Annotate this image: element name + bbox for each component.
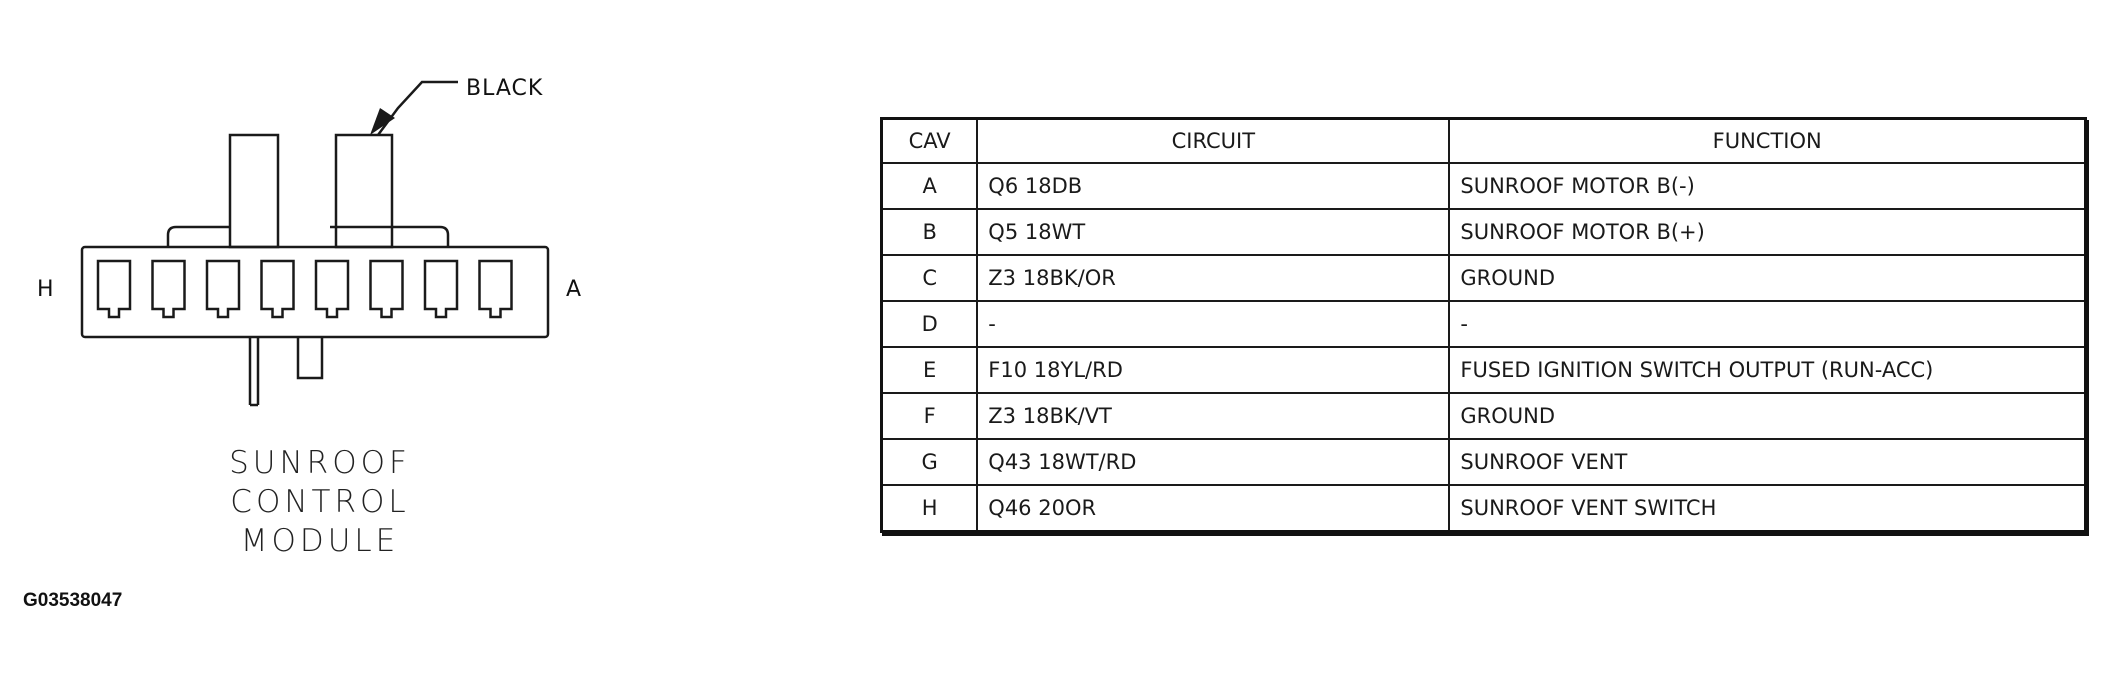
table-row: E F10 18YL/RD FUSED IGNITION SWITCH OUTP… — [880, 346, 2087, 394]
connector-cavities — [96, 259, 513, 319]
cell-function: FUSED IGNITION SWITCH OUTPUT (RUN-ACC) — [1448, 346, 2087, 394]
header-function: FUNCTION — [1448, 117, 2087, 164]
cell-circuit: - — [976, 300, 1451, 348]
connector-cavity — [423, 259, 459, 319]
header-circuit: CIRCUIT — [976, 117, 1451, 164]
cell-function: GROUND — [1448, 392, 2087, 440]
cell-cav: G — [880, 438, 979, 486]
connector-cavity — [314, 259, 350, 319]
cell-cav: E — [880, 346, 979, 394]
table-row: F Z3 18BK/VT GROUND — [880, 392, 2087, 440]
table-header-row: CAV CIRCUIT FUNCTION — [880, 117, 2087, 164]
figure-id: G03538047 — [23, 590, 123, 611]
table-row: G Q43 18WT/RD SUNROOF VENT — [880, 438, 2087, 486]
cell-cav: H — [880, 484, 979, 533]
cell-cav: C — [880, 254, 979, 302]
module-name-line: CONTROL — [230, 484, 410, 520]
cell-cav: D — [880, 300, 979, 348]
connector-cavity — [369, 259, 404, 319]
cell-circuit: Q46 20OR — [976, 484, 1451, 533]
cell-function: GROUND — [1448, 254, 2087, 302]
connector-diagram: BLACK H A — [37, 76, 581, 407]
cell-circuit: Z3 18BK/VT — [976, 392, 1451, 440]
cell-function: SUNROOF MOTOR B(+) — [1448, 208, 2087, 256]
connector-key-tab — [296, 337, 324, 380]
connector-end-label-left: H — [37, 277, 54, 302]
table-row: C Z3 18BK/OR GROUND — [880, 254, 2087, 302]
connector-cavity — [478, 259, 513, 319]
table-row: A Q6 18DB SUNROOF MOTOR B(-) — [880, 162, 2087, 210]
cell-function: - — [1448, 300, 2087, 348]
module-name-line: SUNROOF — [229, 445, 411, 481]
connector-body — [80, 245, 550, 339]
connector-latch-left — [228, 133, 280, 249]
cell-circuit: Q6 18DB — [976, 162, 1451, 210]
wire-color-label: BLACK — [466, 76, 543, 101]
module-name-line: MODULE — [240, 523, 400, 559]
cell-circuit: Q43 18WT/RD — [976, 438, 1451, 486]
cell-circuit: Z3 18BK/OR — [976, 254, 1451, 302]
connector-cavity — [151, 259, 186, 319]
pinout-table: CAV CIRCUIT FUNCTION A Q6 18DB SUNROOF M… — [880, 117, 2087, 533]
cell-circuit: F10 18YL/RD — [976, 346, 1451, 394]
connector-cavity — [96, 259, 132, 319]
black-leader-line — [376, 80, 458, 136]
cell-function: SUNROOF MOTOR B(-) — [1448, 162, 2087, 210]
connector-end-label-right: A — [566, 277, 581, 302]
table-row: D - - — [880, 300, 2087, 348]
cell-function: SUNROOF VENT SWITCH — [1448, 484, 2087, 533]
cell-cav: F — [880, 392, 979, 440]
table-row: H Q46 20OR SUNROOF VENT SWITCH — [880, 484, 2087, 533]
header-cav: CAV — [880, 117, 979, 164]
table-row: B Q5 18WT SUNROOF MOTOR B(+) — [880, 208, 2087, 256]
cell-function: SUNROOF VENT — [1448, 438, 2087, 486]
cell-cav: B — [880, 208, 979, 256]
cell-circuit: Q5 18WT — [976, 208, 1451, 256]
module-name: SUNROOF CONTROL MODULE — [160, 444, 480, 561]
connector-latch-right — [334, 133, 394, 249]
black-arrow-head — [370, 108, 395, 135]
cell-cav: A — [880, 162, 979, 210]
connector-cavity — [260, 259, 295, 319]
connector-cavity — [205, 259, 241, 319]
connector-shoulder — [166, 225, 450, 247]
